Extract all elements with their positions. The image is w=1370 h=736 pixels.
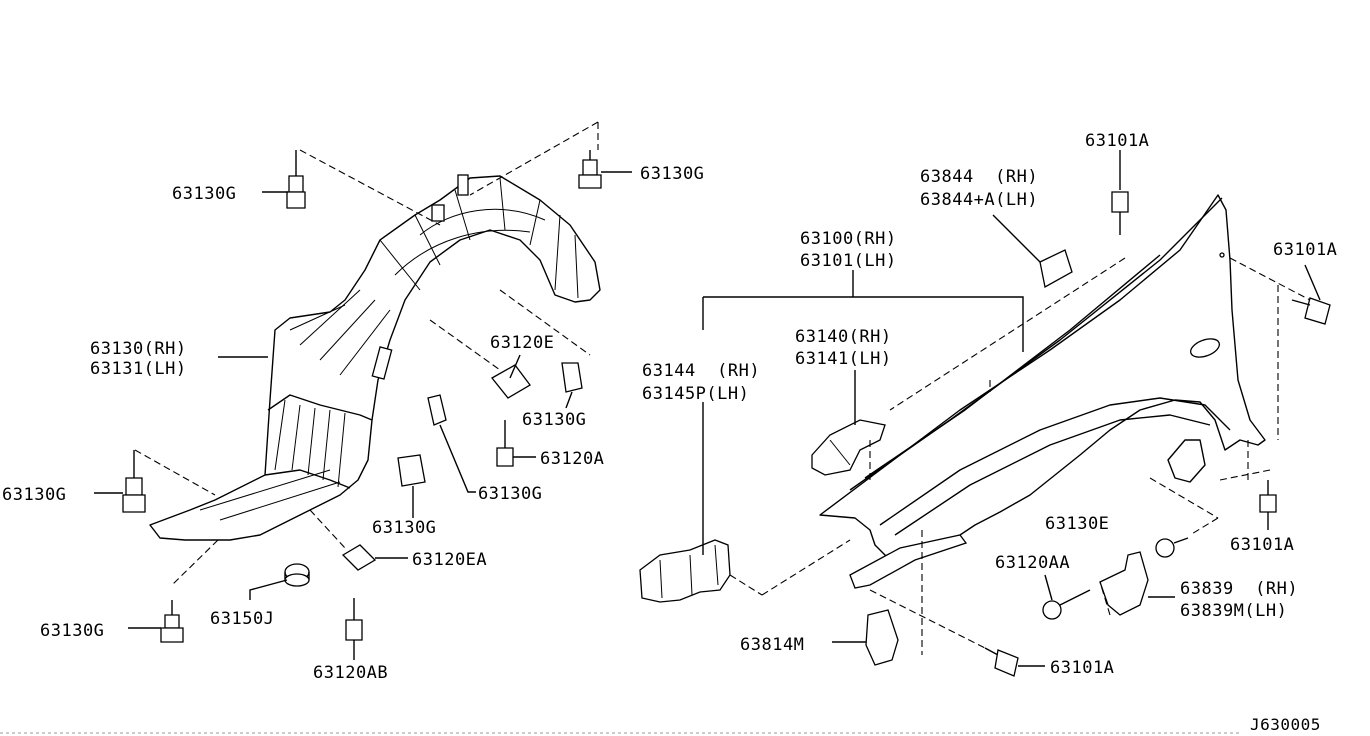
label-63101a-right: 63101A bbox=[1273, 240, 1337, 260]
bolt-63120a bbox=[496, 420, 514, 467]
label-63141-lh: 63141(LH) bbox=[795, 349, 892, 369]
label-63130g-top-left: 63130G bbox=[172, 184, 236, 204]
bracket-63839 bbox=[1099, 551, 1149, 616]
bracket-63140 bbox=[811, 419, 886, 476]
nut-63120ea bbox=[341, 544, 377, 571]
bracket-63144 bbox=[639, 539, 731, 603]
label-63130g-top-right: 63130G bbox=[640, 164, 704, 184]
label-63120aa: 63120AA bbox=[995, 553, 1070, 573]
label-63130g-low: 63130G bbox=[372, 518, 436, 538]
label-63101a-bottom: 63101A bbox=[1050, 658, 1114, 678]
label-63844-rh: 63844 (RH) bbox=[920, 167, 1038, 187]
label-63150j: 63150J bbox=[210, 609, 274, 629]
clip-63130g-right-1 bbox=[561, 362, 583, 393]
label-63140-rh: 63140(RH) bbox=[795, 327, 892, 347]
nut-63120e bbox=[491, 364, 531, 399]
label-63130e: 63130E bbox=[1045, 514, 1109, 534]
grommet-63150j bbox=[284, 563, 310, 587]
label-63844a-lh: 63844+A(LH) bbox=[920, 190, 1038, 210]
label-63839m-lh: 63839M(LH) bbox=[1180, 601, 1287, 621]
clip-63130g-low bbox=[397, 454, 426, 487]
bolt-63101a-bottom bbox=[984, 647, 1019, 677]
label-63145p-lh: 63145P(LH) bbox=[642, 384, 749, 404]
bolt-63101a-right-lower bbox=[1259, 480, 1277, 513]
label-63130g-bottom-left: 63130G bbox=[40, 621, 104, 641]
label-63814m: 63814M bbox=[740, 635, 804, 655]
fender-lower-bracket bbox=[849, 534, 968, 589]
label-63120e: 63120E bbox=[490, 333, 554, 353]
label-63120ea: 63120EA bbox=[412, 550, 487, 570]
seal-63844 bbox=[1039, 249, 1073, 289]
clip-63130g-mid bbox=[427, 394, 447, 426]
bolt-63101a-right bbox=[1291, 297, 1331, 325]
label-63839-rh: 63839 (RH) bbox=[1180, 579, 1298, 599]
label-63144-rh: 63144 (RH) bbox=[642, 361, 760, 381]
clip-63130g-top-left bbox=[286, 150, 306, 209]
label-63130-rh: 63130(RH) bbox=[90, 339, 187, 359]
clip-63130g-top-right bbox=[578, 150, 602, 189]
label-63101-lh: 63101(LH) bbox=[800, 251, 897, 271]
label-63130g-mid2: 63130G bbox=[478, 484, 542, 504]
label-63131-lh: 63131(LH) bbox=[90, 359, 187, 379]
label-63101a-right-lower: 63101A bbox=[1230, 535, 1294, 555]
label-63130g-left: 63130G bbox=[2, 485, 66, 505]
label-63100-rh: 63100(RH) bbox=[800, 229, 897, 249]
label-63120ab: 63120AB bbox=[313, 663, 388, 683]
clip-63130g-left bbox=[122, 450, 146, 513]
bolt-63120ab bbox=[345, 598, 363, 641]
label-63120a: 63120A bbox=[540, 449, 604, 469]
front-fender-panel bbox=[819, 194, 1266, 561]
clip-63130g-bottom-left bbox=[160, 600, 184, 643]
label-63130g-mid: 63130G bbox=[522, 410, 586, 430]
clip-63130e bbox=[1155, 537, 1189, 558]
fender-protector-liner bbox=[149, 174, 601, 541]
clip-63814m bbox=[865, 609, 899, 666]
diagram-code: J630005 bbox=[1250, 715, 1321, 734]
bolt-63101a-top bbox=[1111, 191, 1129, 235]
screw-63120aa bbox=[1042, 589, 1091, 620]
label-63101a-top: 63101A bbox=[1085, 131, 1149, 151]
